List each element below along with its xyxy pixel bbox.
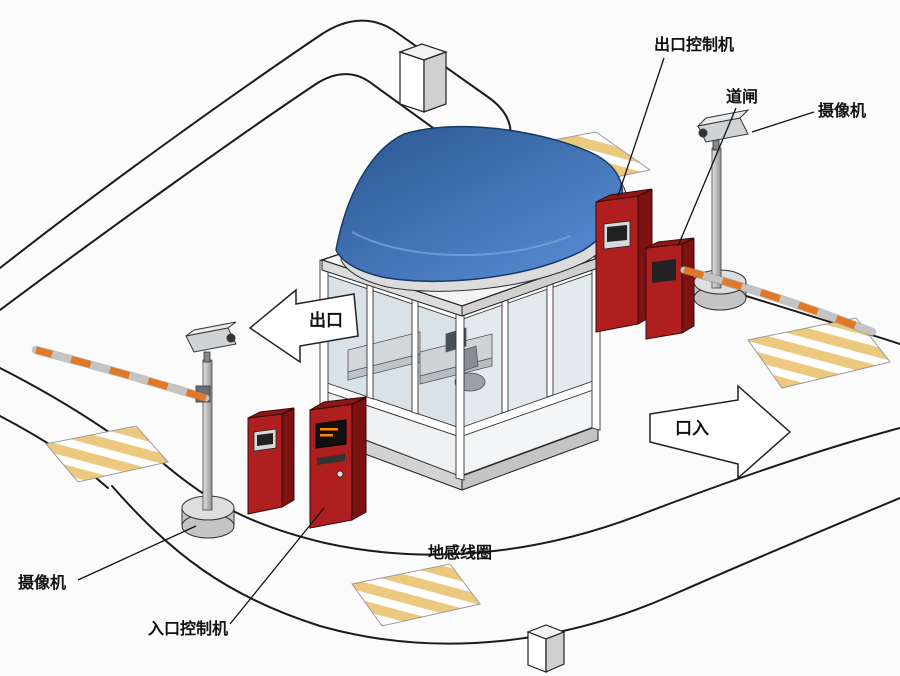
right-barrier-top <box>645 237 695 249</box>
entrance-screen-text-2 <box>320 434 333 437</box>
canopy <box>335 125 628 292</box>
entrance-small-side <box>281 408 295 508</box>
right-barrier-display <box>652 259 676 283</box>
left-camera-lens-icon <box>226 333 236 343</box>
right-barrier-side <box>681 238 695 334</box>
exit-arrow-label: 出口 <box>309 310 343 330</box>
callout-camera-left <box>77 525 197 581</box>
road-bottom-upper <box>149 427 900 556</box>
entrance-controller-machine <box>309 396 367 529</box>
booth-corner-post-front <box>455 307 465 481</box>
entrance-direction-arrow: 口入 <box>649 384 792 480</box>
text-labels: 出口控制机 道闸 摄像机 摄像机 入口控制机 地感线圈 <box>18 35 866 638</box>
right-camera-pole <box>711 147 722 289</box>
exit-machine-front <box>595 195 639 333</box>
exit-arrow-shape-icon <box>248 288 359 364</box>
callout-barrier-gate <box>677 107 737 247</box>
post-box-bottom <box>526 624 566 673</box>
entrance-small-front <box>247 413 283 515</box>
label-entrance-controller: 入口控制机 <box>148 619 228 638</box>
post-box-top <box>398 43 448 113</box>
left-camera <box>181 321 237 539</box>
callout-exit-controller <box>617 57 665 197</box>
left-camera-pole <box>202 359 213 511</box>
label-ground-loop: 地感线圈 <box>428 543 492 562</box>
callout-camera-right <box>751 111 815 133</box>
ground-loop-left <box>45 425 169 483</box>
left-barrier-arm <box>31 345 211 403</box>
entrance-tall-side <box>351 397 367 521</box>
entrance-ticket-slot <box>317 454 345 465</box>
entrance-arrow-label: 口入 <box>675 419 709 438</box>
left-camera-body <box>185 327 237 353</box>
booth-base-right <box>461 425 599 491</box>
entrance-dispenser-machine <box>247 407 295 515</box>
entrance-button <box>336 470 344 478</box>
exit-controller-machine <box>595 188 653 333</box>
entrance-tall-top <box>309 396 367 411</box>
canopy-highlight <box>351 231 571 257</box>
right-camera-mount <box>712 139 720 151</box>
label-camera-right: 摄像机 <box>818 101 866 120</box>
callout-entrance-controller <box>229 507 325 625</box>
label-camera-left: 摄像机 <box>18 573 66 592</box>
label-barrier-gate: 道闸 <box>726 87 758 106</box>
right-barrier-arm <box>679 265 877 337</box>
entrance-arrow-shape-icon <box>649 384 792 480</box>
right-camera-lens-icon <box>698 128 708 138</box>
label-exit-controller: 出口控制机 <box>654 35 734 54</box>
left-arm-stripes <box>35 346 208 402</box>
right-barrier-front <box>645 243 683 340</box>
road-bottom-lower <box>111 485 900 645</box>
exit-machine-screen <box>607 225 627 242</box>
entrance-screen-text-1 <box>320 428 338 431</box>
left-camera-mount <box>203 351 211 363</box>
exit-machine-top <box>595 188 653 203</box>
road-top-outer <box>0 19 512 269</box>
entrance-small-screen <box>257 433 273 446</box>
exit-direction-arrow: 出口 <box>248 288 359 364</box>
callout-lines <box>77 57 815 625</box>
ground-loop-bottom <box>351 563 481 627</box>
right-barrier-cabinet <box>645 237 695 340</box>
ground-loop-right <box>747 317 891 389</box>
right-arm-stripes <box>683 266 874 336</box>
entrance-small-top <box>247 407 295 419</box>
